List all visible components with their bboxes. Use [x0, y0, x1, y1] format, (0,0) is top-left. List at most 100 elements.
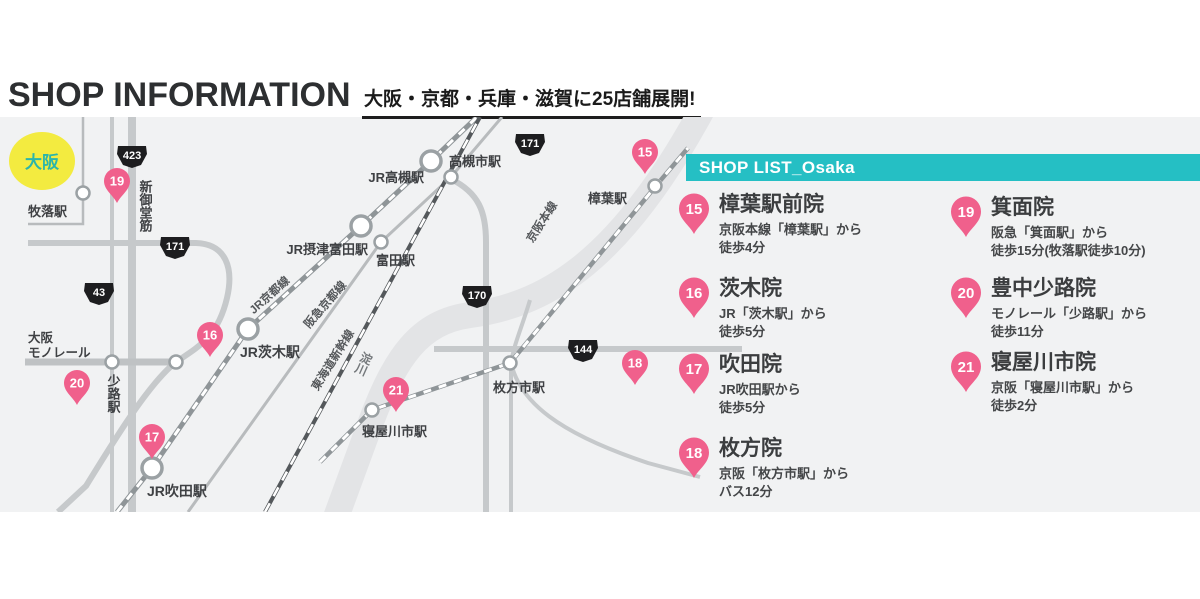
road-hirakata-southeast	[509, 362, 701, 479]
page-title: SHOP INFORMATION	[8, 76, 351, 114]
station-circle-jr-ibaraki	[236, 317, 260, 341]
shop-item-18: 18 枚方院 京阪「枚方市駅」から バス12分	[678, 436, 849, 502]
route-badge-171-east: 171	[515, 134, 545, 156]
svg-text:15: 15	[686, 201, 703, 218]
shop-access-line2: 徒歩5分	[719, 400, 766, 416]
shop-name: 吹田院	[719, 353, 782, 376]
shop-item-16: 16 茨木院 JR「茨木駅」から 徒歩5分	[678, 276, 827, 342]
map-pin-20: 20	[64, 370, 90, 405]
station-circle-monorail-junction	[168, 354, 184, 370]
map-pin-21: 21	[383, 377, 409, 412]
shop-access-line1: 京阪「寝屋川市駅」から	[991, 380, 1135, 396]
line-label-hankyu-kyoto: 阪急京都線	[301, 278, 350, 331]
svg-text:16: 16	[686, 285, 703, 302]
station-label-neyagawashi: 寝屋川市駅	[362, 424, 428, 439]
shop-pin-20-icon: 20	[951, 277, 981, 318]
line-label-yodogawa-river: 淀川	[352, 349, 375, 378]
svg-text:21: 21	[958, 359, 975, 376]
svg-text:171: 171	[166, 241, 184, 253]
map-pin-15: 15	[632, 139, 658, 174]
rail-hankyu-mino	[28, 117, 85, 226]
svg-text:15: 15	[638, 145, 652, 160]
svg-text:144: 144	[574, 344, 593, 356]
svg-text:17: 17	[686, 361, 703, 378]
map-pin-18: 18	[622, 350, 648, 385]
shop-access-line2: 徒歩2分	[991, 398, 1038, 414]
shop-access-line1: JR吹田駅から	[719, 382, 801, 398]
shop-item-20: 20 豊中少路院 モノレール「少路駅」から 徒歩11分	[950, 276, 1147, 342]
shop-access-line2: 徒歩5分	[719, 324, 766, 340]
rail-shinkansen-dash	[263, 117, 482, 512]
svg-text:大阪: 大阪	[25, 152, 59, 172]
shop-pin-16-icon: 16	[679, 277, 709, 318]
shop-item-17: 17 吹田院 JR吹田駅から 徒歩5分	[678, 352, 801, 418]
svg-text:43: 43	[93, 287, 105, 299]
svg-text:19: 19	[110, 174, 124, 189]
shop-pin-17-icon: 17	[679, 353, 709, 394]
shop-access-line2: 徒歩15分(牧落駅徒歩10分)	[991, 243, 1146, 259]
route-badge-423: 423	[117, 146, 147, 168]
route-badge-43: 43	[84, 283, 114, 305]
station-circle-jr-suita	[140, 456, 164, 480]
shop-access-line1: 京阪「枚方市駅」から	[719, 466, 850, 482]
station-circle-jr-takatsuki	[419, 149, 443, 173]
station-label-takatsukishi: 高槻市駅	[449, 154, 502, 169]
shop-access-line1: JR「茨木駅」から	[719, 306, 827, 322]
station-circle-neyagawashi	[364, 402, 380, 418]
shop-item-21: 21 寝屋川市院 京阪「寝屋川市駅」から 徒歩2分	[950, 350, 1134, 416]
shop-access-line1: 阪急「箕面駅」から	[991, 225, 1109, 241]
svg-text:19: 19	[958, 204, 975, 221]
svg-text:17: 17	[145, 430, 159, 445]
station-circle-hirakatashi	[502, 355, 518, 371]
line-label-monorail-2: モノレール	[28, 346, 91, 360]
road-route170	[449, 176, 489, 512]
shop-item-19: 19 箕面院 阪急「箕面駅」から 徒歩15分(牧落駅徒歩10分)	[950, 195, 1146, 261]
station-label-jr-takatsuki: JR高槻駅	[368, 170, 425, 185]
shop-pin-18-icon: 18	[679, 437, 709, 478]
shop-access-line2: バス12分	[719, 484, 773, 500]
station-label-makiochi: 牧落駅	[28, 204, 68, 219]
station-circle-shoji	[104, 354, 120, 370]
rail-hankyu-kyoto	[186, 117, 504, 512]
map-pin-16: 16	[197, 322, 223, 357]
page-subtitle: 大阪・京都・兵庫・滋賀に25店舗展開!	[362, 84, 702, 119]
svg-text:170: 170	[468, 290, 486, 302]
shop-name: 寝屋川市院	[991, 351, 1096, 374]
station-label-jr-settsutonda: JR摂津富田駅	[286, 242, 369, 257]
region-badge-osaka: 大阪	[9, 132, 75, 190]
shop-item-15: 15 樟葉駅前院 京阪本線「樟葉駅」から 徒歩4分	[678, 192, 862, 258]
shop-name: 豊中少路院	[991, 277, 1096, 300]
station-circle-jr-settsutonda	[349, 214, 373, 238]
route-badge-144: 144	[568, 340, 598, 362]
route-badge-171-west: 171	[160, 237, 190, 259]
svg-text:423: 423	[123, 150, 141, 162]
map-pin-17: 17	[139, 424, 165, 459]
svg-text:20: 20	[958, 285, 975, 302]
map-pin-19: 19	[104, 168, 130, 203]
svg-text:16: 16	[203, 328, 217, 343]
line-label-keihan: 京阪本線	[523, 198, 560, 245]
shop-list-header: SHOP LIST_Osaka	[686, 154, 1200, 181]
shop-name: 枚方院	[719, 437, 782, 460]
station-circle-kuzuha	[647, 178, 663, 194]
station-label-hirakatashi: 枚方市駅	[493, 380, 546, 395]
shop-access-line1: 京阪本線「樟葉駅」から	[719, 222, 863, 238]
svg-text:171: 171	[521, 138, 539, 150]
line-label-shinmidosuji: 新御堂筋	[138, 179, 154, 233]
shop-pin-19-icon: 19	[951, 196, 981, 237]
station-label-tonda: 富田駅	[376, 253, 416, 268]
shop-access-line1: モノレール「少路駅」から	[991, 306, 1148, 322]
rail-keihan-dash	[318, 147, 690, 464]
line-label-monorail-1: 大阪	[28, 330, 54, 345]
station-label-kuzuha: 樟葉駅	[588, 191, 628, 206]
shop-pin-15-icon: 15	[679, 193, 709, 234]
osaka-route-map: 牧落駅 JR高槻駅 高槻市駅 JR摂津富田駅 富田駅 JR茨木駅 JR吹田駅 少…	[9, 117, 742, 512]
station-circle-tonda	[373, 234, 389, 250]
svg-text:18: 18	[628, 356, 642, 371]
shop-name: 樟葉駅前院	[719, 193, 824, 216]
station-circle-takatsukishi	[443, 169, 459, 185]
shop-name: 箕面院	[991, 196, 1054, 219]
station-label-shoji: 少路駅	[106, 373, 122, 414]
station-label-jr-suita: JR吹田駅	[147, 483, 208, 499]
